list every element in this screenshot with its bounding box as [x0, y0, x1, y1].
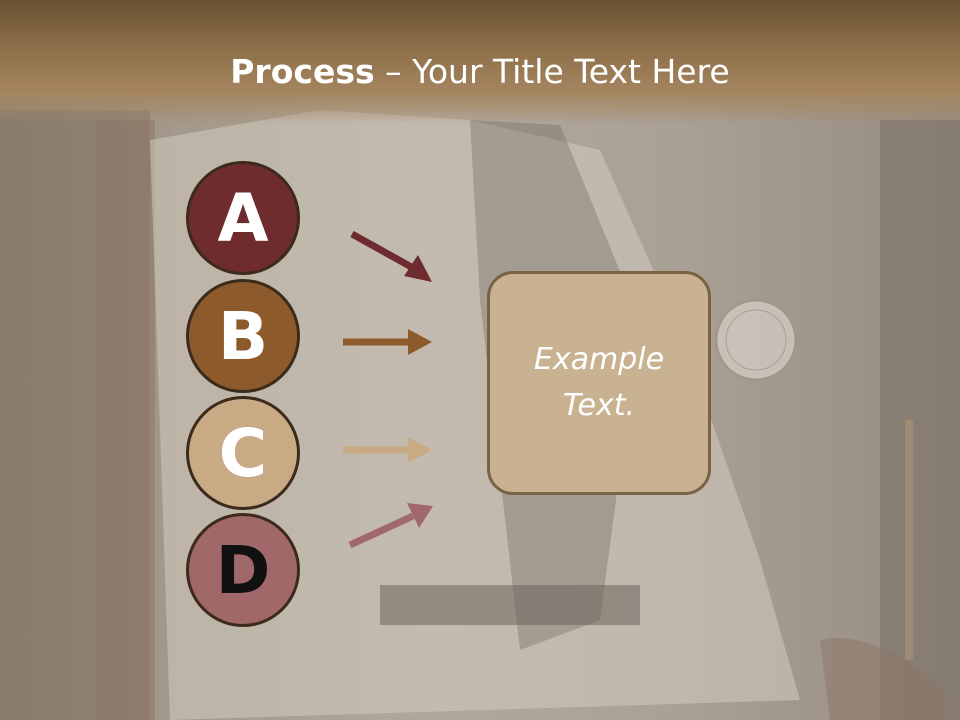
- step-circle-d: D: [186, 513, 300, 627]
- example-text: Example Text.: [533, 342, 665, 423]
- arrow-d: [348, 503, 433, 549]
- example-text-box: Example Text.: [487, 271, 711, 495]
- step-circle-c: C: [186, 396, 300, 510]
- step-letter-a: A: [217, 179, 269, 257]
- step-circle-a: A: [186, 161, 300, 275]
- arrow-b: [343, 329, 432, 355]
- step-letter-b: B: [217, 297, 269, 375]
- page-title: Process – Your Title Text Here: [0, 52, 960, 91]
- title-rest: – Your Title Text Here: [374, 52, 730, 91]
- step-letter-d: D: [215, 531, 271, 609]
- title-bar: [0, 0, 960, 125]
- step-circle-b: B: [186, 279, 300, 393]
- arrow-c: [343, 437, 432, 463]
- arrow-a: [350, 230, 432, 282]
- title-bold: Process: [230, 52, 375, 91]
- step-letter-c: C: [218, 414, 268, 492]
